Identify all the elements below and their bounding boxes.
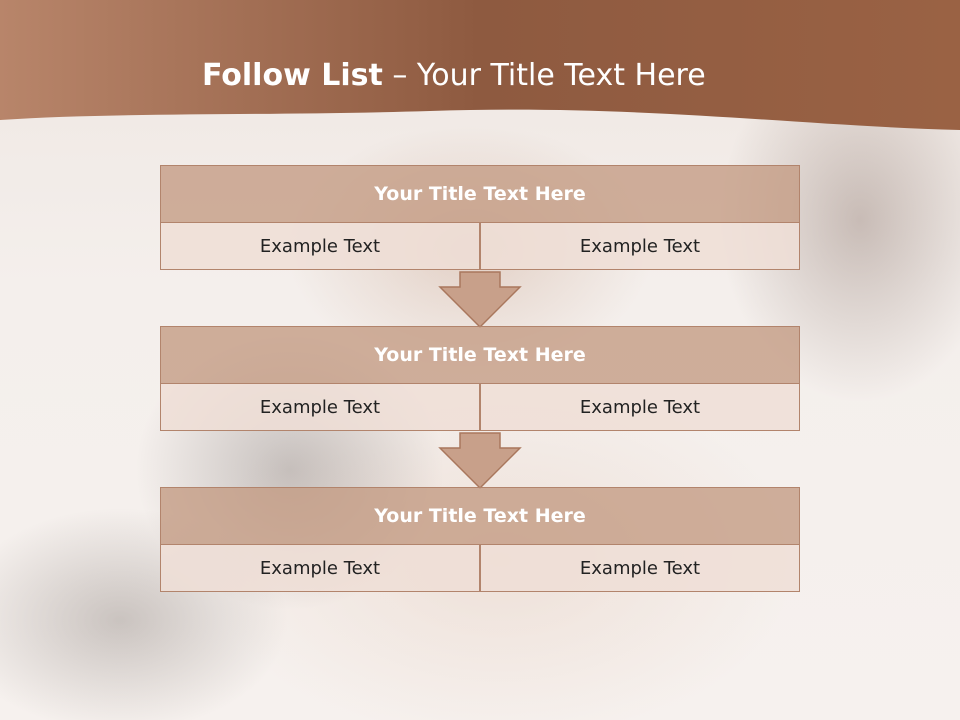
block-cell-left: Example Text bbox=[160, 223, 480, 270]
block-cell-right: Example Text bbox=[480, 223, 800, 270]
header-banner bbox=[0, 0, 960, 130]
block-title: Your Title Text Here bbox=[160, 487, 800, 545]
block-cell-left: Example Text bbox=[160, 545, 480, 592]
slide-title: Follow List – Your Title Text Here bbox=[202, 54, 706, 98]
block-cell-left: Example Text bbox=[160, 384, 480, 431]
slide-title-main: Follow List bbox=[202, 58, 383, 93]
block-cell-right: Example Text bbox=[480, 545, 800, 592]
block-title: Your Title Text Here bbox=[160, 326, 800, 384]
down-arrow-icon bbox=[438, 271, 522, 329]
block-row: Example Text Example Text bbox=[160, 545, 800, 593]
slide-title-subtitle: – Your Title Text Here bbox=[382, 58, 706, 93]
list-block-3: Your Title Text Here Example Text Exampl… bbox=[160, 487, 800, 593]
block-row: Example Text Example Text bbox=[160, 223, 800, 271]
block-title: Your Title Text Here bbox=[160, 165, 800, 223]
list-block-2: Your Title Text Here Example Text Exampl… bbox=[160, 326, 800, 432]
block-cell-right: Example Text bbox=[480, 384, 800, 431]
list-block-1: Your Title Text Here Example Text Exampl… bbox=[160, 165, 800, 271]
down-arrow-icon bbox=[438, 432, 522, 490]
block-row: Example Text Example Text bbox=[160, 384, 800, 432]
